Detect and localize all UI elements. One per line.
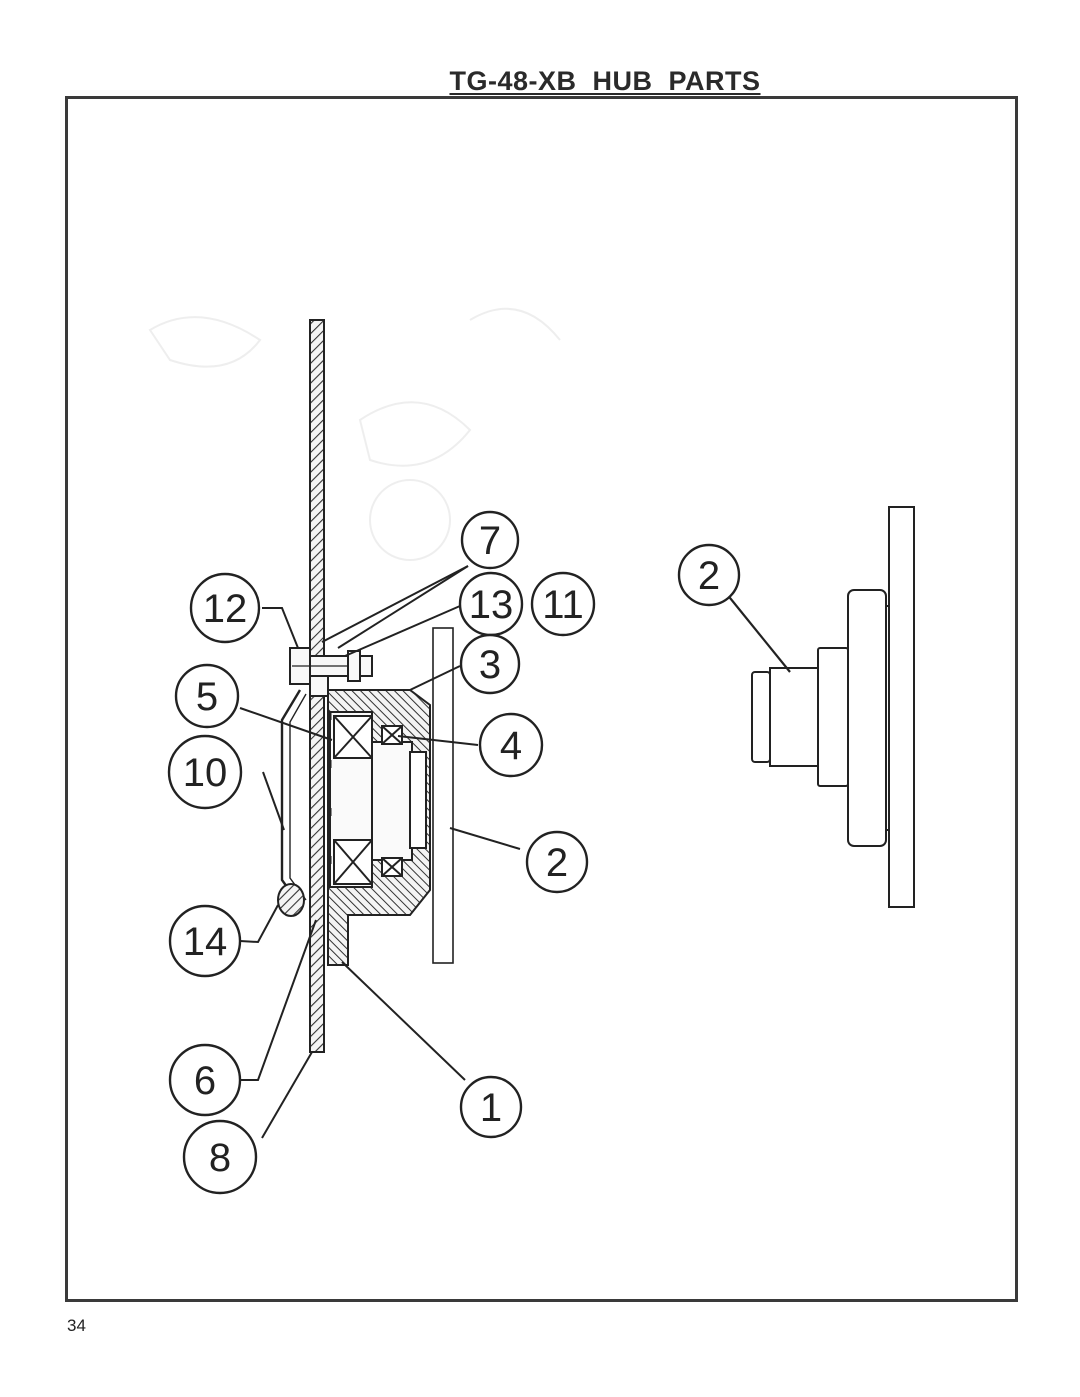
hub-spindle (769, 667, 819, 767)
pulley-flange (432, 627, 454, 964)
leader-lines (239, 565, 521, 1139)
callout-14: 14 (168, 904, 242, 978)
callout-label-7: 7 (479, 519, 501, 563)
bearing-small (381, 725, 403, 877)
callout-label-14: 14 (183, 920, 228, 964)
callout-label-12: 12 (203, 587, 248, 631)
cover-plate-inner (289, 693, 307, 901)
hub-spindle-end (751, 671, 771, 763)
mounting-bolt (289, 647, 373, 697)
bearing-large (333, 715, 373, 885)
callout-label-13: 13 (469, 583, 514, 627)
callout-10: 10 (167, 734, 243, 810)
leader-lines-right (725, 592, 791, 673)
callout-5: 5 (174, 663, 240, 729)
callout-label-4: 4 (500, 724, 522, 768)
callout-4: 4 (478, 712, 544, 778)
diagram-frame (65, 96, 1018, 1302)
callout-label-2: 2 (546, 841, 568, 885)
callout-12: 12 (189, 572, 261, 644)
background-smudge (148, 307, 561, 561)
spindle-end (409, 751, 427, 849)
callout-label-8: 8 (209, 1136, 231, 1180)
hub-neck (817, 647, 849, 787)
callout-6: 6 (168, 1043, 242, 1117)
callout-label-11: 11 (542, 583, 584, 627)
grease-fitting (277, 883, 305, 917)
hub-bore-inner (371, 741, 413, 861)
callout-label-1: 1 (480, 1086, 502, 1130)
callout-label-10: 10 (183, 751, 228, 795)
callout-label-3: 3 (479, 643, 501, 687)
cover-plate (280, 689, 302, 906)
callout-label-2-right: 2 (698, 554, 720, 598)
pulley-flange-side (888, 506, 915, 908)
callout-13: 13 (458, 571, 524, 637)
hub-section-view (277, 319, 454, 1053)
callout-1: 1 (459, 1075, 523, 1139)
hub-external-view (751, 506, 915, 908)
callout-label-6: 6 (194, 1059, 216, 1103)
callout-3: 3 (459, 633, 521, 695)
callout-label-5: 5 (196, 675, 218, 719)
page-number: 34 (67, 1316, 86, 1335)
callout-8: 8 (182, 1119, 258, 1195)
page-title: TG-48-XB HUB PARTS (449, 66, 761, 96)
callout-2: 2 (525, 830, 589, 894)
callout-2-right: 2 (677, 543, 741, 607)
callout-11: 11 (530, 571, 596, 637)
hub-flange (847, 589, 887, 847)
callout-7: 7 (460, 510, 520, 570)
